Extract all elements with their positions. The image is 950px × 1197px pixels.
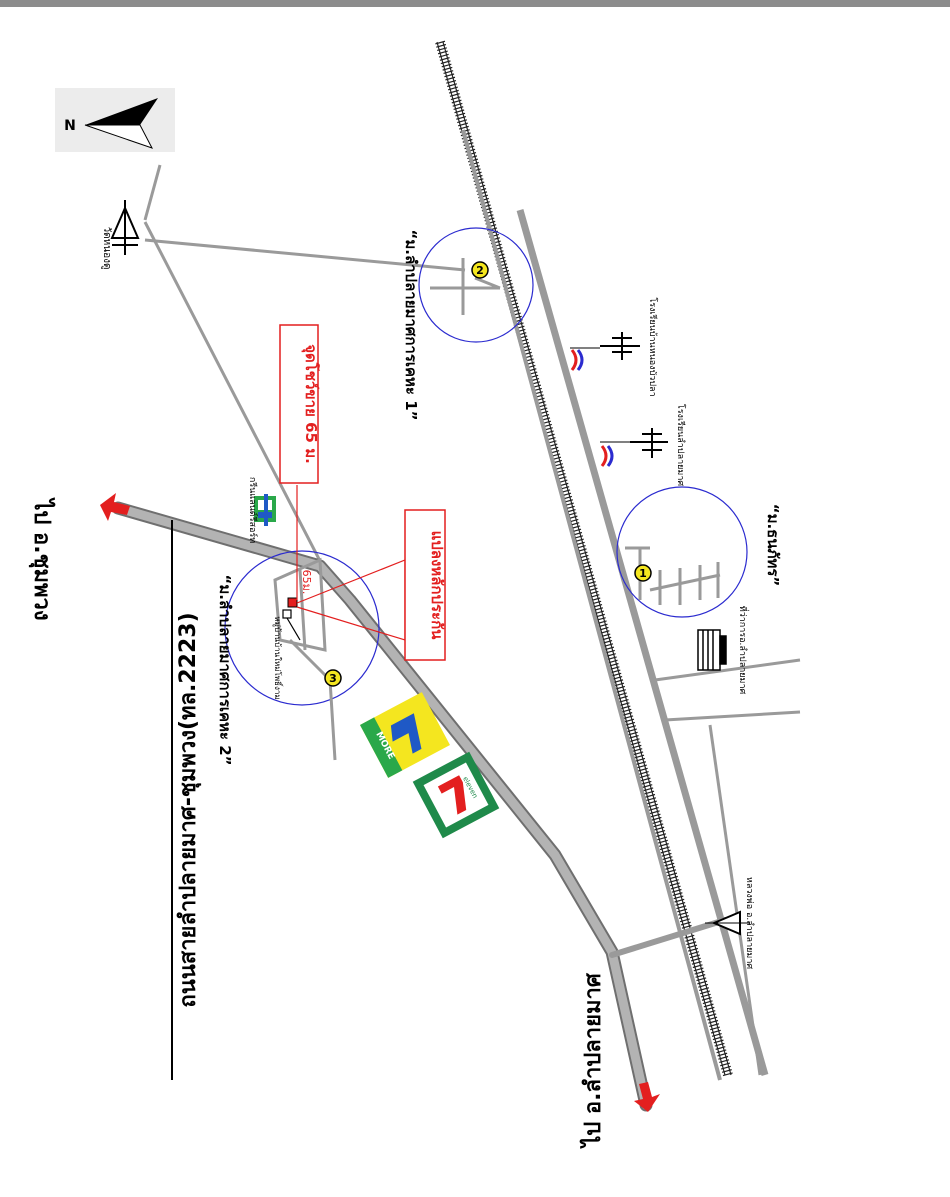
side-road-2 <box>664 710 801 722</box>
side-road-3 <box>708 724 762 1076</box>
guarantee-plot-marker-icon <box>287 597 298 608</box>
sale-point-callout-box <box>279 324 319 484</box>
compass: N <box>55 88 175 152</box>
seven-eleven-icon: eleven <box>412 751 500 839</box>
to-lamplaimat-label: ไป อ.ลำปลายมาศ <box>579 972 606 1149</box>
school-1-label: โรงเรียนบ้านหนองบัวปลา <box>647 297 658 396</box>
school-2-label: โรงเรียนลำปลายมาศ <box>675 404 686 487</box>
small-house-label: หมู่บ้านบ้านใหม่โพธิ์งาม <box>272 616 284 699</box>
marker-2: 2 <box>471 261 489 279</box>
parallel-road-thick <box>516 209 769 1076</box>
north-arrow-half-icon <box>84 124 154 149</box>
zone-circle-3 <box>224 550 380 706</box>
main-road-label: ถนนสายลำปลายมาศ-ชุมพวง(ทล.2223) <box>176 612 202 1007</box>
arrow-to-lamplaimat-icon <box>634 1082 660 1112</box>
village-3-label: “ม.ลำปลายมาศการเคหะ 2” <box>216 574 234 765</box>
temple-road-east <box>144 238 466 272</box>
sale-point-label: จุดโชว์ขาย 65 ม. <box>301 344 321 464</box>
monument-icon <box>705 910 750 936</box>
marker-2-label: 2 <box>476 264 484 277</box>
parallel-road-thin <box>461 129 722 1081</box>
school-1-icon <box>570 332 640 371</box>
zone-circle-1 <box>616 486 748 618</box>
railway-rail-right <box>442 41 732 1076</box>
parallel-road <box>461 129 801 1081</box>
green-land-label: กรีนแลนด์รีสอร์ท <box>247 477 259 543</box>
marker-1: 1 <box>634 564 652 582</box>
temple-road-north <box>143 164 162 221</box>
guarantee-plot-label: แปลงหลักประกัน <box>428 531 446 641</box>
green-land-resort-icon <box>254 494 276 526</box>
temple-road-south <box>143 221 337 591</box>
highway-link-road <box>609 917 728 958</box>
district-office-label: ที่ว่าการอ.ลำปลายมาศ <box>737 606 750 695</box>
small-house-icon <box>282 609 301 641</box>
village-2-streets <box>430 258 501 315</box>
guarantee-callout-box <box>404 509 446 661</box>
village-3-streets <box>273 557 337 761</box>
village-2-label: “ม.ลำปลายมาศการเคหะ 1” <box>402 229 420 420</box>
district-office-icon <box>697 629 727 671</box>
main-highway <box>111 501 728 1112</box>
to-chumphuang-label: ไป อ.ชุมพวง <box>28 497 56 620</box>
plot-number-label: 65ม. <box>300 570 313 595</box>
temple-icon <box>110 200 140 255</box>
marker-3: 3 <box>324 669 342 687</box>
marker-3-label: 3 <box>329 672 337 685</box>
railway-ties <box>435 40 733 1077</box>
compass-letter: N <box>64 118 76 134</box>
monument-label: หลวงพ่อ อ.ลำปลายมาศ <box>744 877 755 969</box>
temple-roads <box>143 164 466 591</box>
school-2-icon <box>600 428 668 467</box>
arrow-to-chumphuang-icon <box>100 493 130 521</box>
highway-fill <box>113 503 651 1110</box>
village-1-label: “ม.ธนภัทร” <box>764 504 782 587</box>
marker-1-label: 1 <box>639 567 647 580</box>
ptt-station-icon: MORE <box>360 692 450 778</box>
side-road-1 <box>654 658 801 682</box>
temple-label: วัดหนองดู <box>101 227 112 270</box>
top-border-bar <box>0 0 950 7</box>
village-1-streets <box>625 546 721 605</box>
zone-circle-2 <box>418 227 534 343</box>
